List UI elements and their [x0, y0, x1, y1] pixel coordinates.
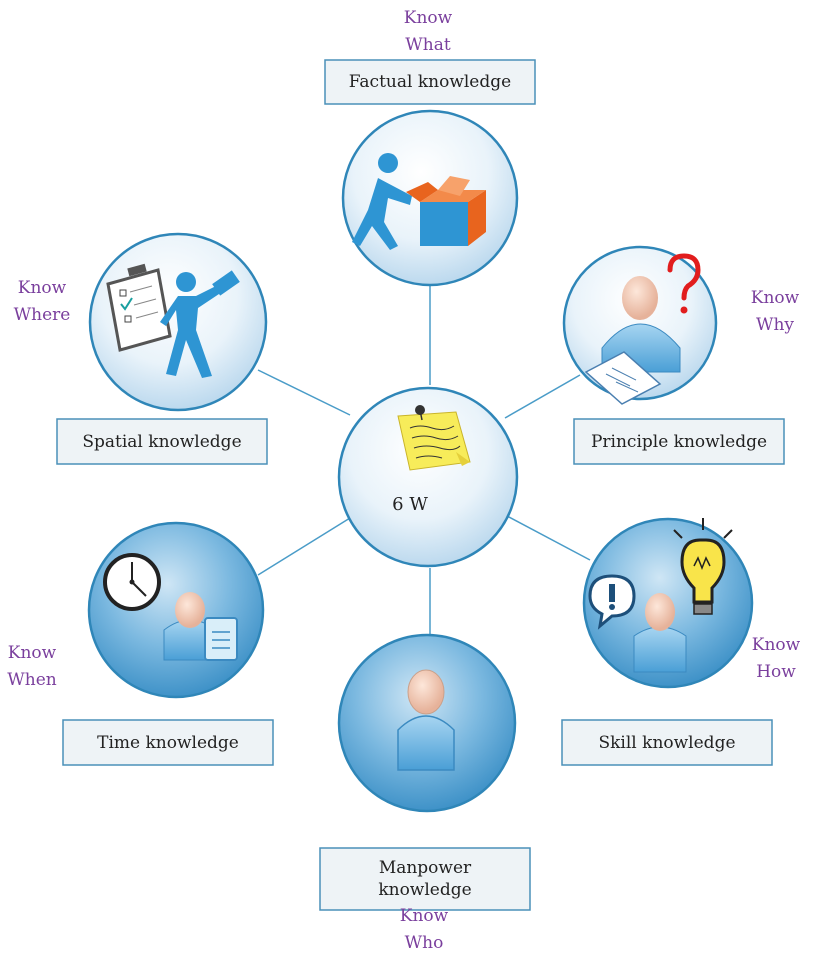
manpower-label-line2: knowledge	[378, 880, 472, 900]
know-when-line2: When	[7, 670, 57, 690]
manpower-box	[319, 847, 531, 911]
spatial-label: Spatial knowledge	[82, 431, 242, 452]
know-who-line2: Who	[404, 933, 444, 953]
person-clock-icon	[103, 553, 238, 661]
know-how: Know How	[731, 632, 821, 686]
know-how-line2: How	[756, 662, 796, 682]
know-who-line1: Know	[399, 906, 449, 926]
person-icon	[397, 669, 455, 771]
skill-label: Skill knowledge	[598, 732, 736, 753]
know-where: Know Where	[0, 275, 87, 329]
know-how-line1: Know	[751, 635, 801, 655]
know-when-line1: Know	[7, 643, 57, 663]
spatial-box	[56, 418, 268, 465]
time-box	[62, 719, 274, 766]
know-why-line1: Know	[750, 288, 800, 308]
person-with-box-icon	[352, 153, 486, 250]
line-skill	[506, 515, 591, 561]
factual-box	[324, 59, 536, 105]
time-label: Time knowledge	[97, 732, 239, 753]
know-who: Know Who	[379, 903, 469, 957]
factual-label: Factual knowledge	[348, 72, 512, 92]
line-time	[257, 517, 351, 576]
know-where-line1: Know	[17, 278, 67, 298]
skill-box	[561, 719, 773, 766]
principle-box	[573, 418, 785, 465]
know-why-line2: Why	[755, 315, 795, 335]
person-idea-icon	[588, 518, 733, 673]
person-question-icon	[584, 253, 701, 405]
know-why: Know Why	[730, 285, 820, 339]
know-when: Know When	[0, 640, 77, 694]
center-circle	[337, 386, 519, 568]
manpower-label: Manpower knowledge	[320, 848, 530, 910]
know-what-line2: What	[405, 35, 451, 55]
know-what-line1: Know	[403, 8, 453, 28]
line-spatial	[257, 369, 351, 416]
know-where-line2: Where	[13, 305, 71, 325]
sticky-note-icon	[397, 405, 471, 471]
know-what: Know What	[383, 5, 473, 59]
person-clipboard-icon	[106, 263, 240, 378]
center-label: 6 W	[392, 494, 428, 515]
principle-label: Principle knowledge	[590, 431, 768, 452]
manpower-label-line1: Manpower	[378, 858, 472, 878]
connector-lines	[257, 285, 591, 645]
line-principle	[504, 374, 581, 419]
